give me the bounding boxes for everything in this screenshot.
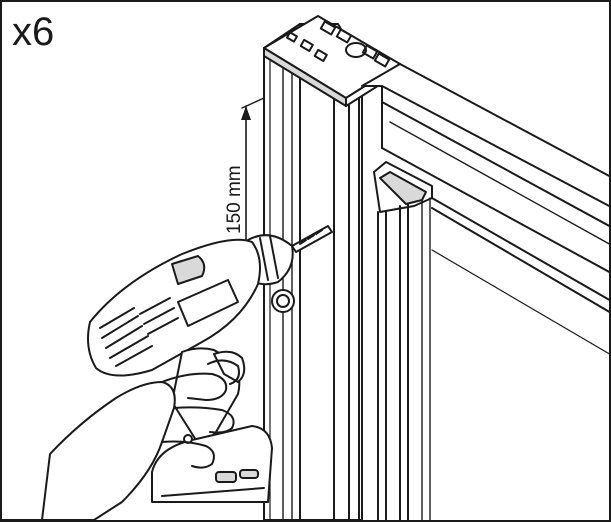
dimension-label: 150 mm — [224, 165, 245, 234]
quantity-label: x6 — [12, 10, 55, 54]
door-panel — [373, 161, 609, 520]
top-rail — [361, 63, 609, 273]
screw-head — [271, 289, 295, 313]
hand — [2, 359, 240, 520]
drill-bit — [291, 225, 333, 253]
